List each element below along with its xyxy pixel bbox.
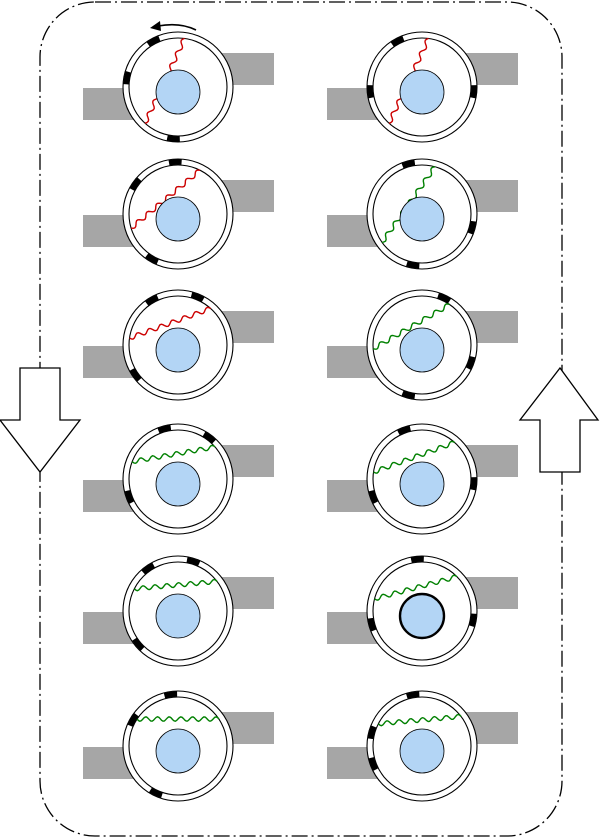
spring-green — [377, 713, 462, 727]
spring-green — [136, 716, 220, 723]
ring-marker-3 — [405, 261, 420, 269]
ring-marker-3 — [123, 70, 131, 85]
ring-marker-1 — [401, 159, 416, 169]
ring-marker-3 — [157, 424, 172, 434]
rotor-frame-left-5 — [83, 555, 274, 667]
down-arrow-icon — [0, 367, 82, 474]
ring-marker-2 — [470, 85, 477, 99]
ring-marker-1 — [163, 691, 178, 699]
ring-marker-1 — [437, 292, 452, 304]
ring-marker-2 — [145, 253, 159, 265]
spring-green — [131, 444, 216, 465]
rotor-frame-left-4 — [83, 423, 274, 535]
ring-marker-3 — [401, 390, 416, 400]
rotor-frame-left-1 — [83, 31, 274, 143]
ring-marker-1 — [190, 292, 205, 302]
rotor-frame-right-3 — [327, 289, 518, 401]
ring-marker-2 — [470, 477, 477, 491]
spring-green — [133, 578, 218, 592]
cycle-loop-boundary — [39, 1, 563, 837]
rotor-frame-right-6 — [327, 690, 518, 802]
ring-marker-3 — [367, 85, 374, 99]
ring-marker-1 — [186, 557, 201, 567]
ring-marker-2 — [132, 637, 145, 652]
spring-red — [129, 306, 211, 340]
ring-marker-1 — [146, 35, 161, 47]
rotor-frame-left-3 — [83, 289, 274, 401]
ring-marker-1 — [410, 556, 424, 563]
core — [155, 69, 201, 115]
ring-marker-3 — [127, 713, 139, 727]
ring-marker-3 — [367, 617, 377, 632]
ring-marker-2 — [465, 355, 476, 370]
rotor-frame-right-5 — [327, 555, 518, 667]
counterclockwise-arrow-icon — [150, 21, 197, 31]
core — [399, 196, 445, 242]
rotor-frame-right-1 — [327, 31, 518, 143]
ring-marker-1 — [390, 35, 405, 47]
core-highlighted — [398, 592, 446, 640]
spring-red — [131, 169, 201, 230]
rotor-frames — [83, 31, 518, 802]
core — [155, 327, 201, 373]
ring-marker-1 — [397, 425, 412, 436]
core — [155, 728, 201, 774]
ring-marker-2 — [124, 489, 135, 504]
rotor-frame-left-2 — [83, 158, 274, 270]
core — [155, 461, 201, 507]
ring-marker-3 — [145, 294, 159, 306]
spring-green — [372, 303, 450, 350]
core — [399, 728, 445, 774]
core — [399, 461, 445, 507]
core — [399, 69, 445, 115]
ring-marker-3 — [367, 725, 377, 740]
ring-marker-1 — [202, 431, 217, 444]
spring-green — [374, 574, 458, 601]
rotor-frame-right-2 — [327, 158, 518, 270]
spring-green — [373, 440, 455, 474]
ring-marker-1 — [168, 159, 182, 166]
ring-marker-3 — [368, 489, 379, 504]
ring-marker-3 — [141, 562, 155, 575]
ring-marker-2 — [368, 756, 379, 771]
ring-marker-2 — [129, 368, 142, 382]
ring-marker-2 — [148, 787, 163, 799]
ring-marker-1 — [405, 691, 420, 699]
core — [155, 593, 201, 639]
rotor-frame-right-4 — [327, 423, 518, 535]
ring-marker-2 — [166, 135, 180, 142]
up-arrow-icon — [518, 366, 600, 473]
rotor-frame-left-6 — [83, 690, 274, 802]
core — [399, 327, 445, 373]
core — [155, 196, 201, 242]
ring-marker-2 — [469, 613, 477, 628]
ring-marker-3 — [129, 177, 142, 191]
ring-marker-2 — [467, 220, 477, 235]
